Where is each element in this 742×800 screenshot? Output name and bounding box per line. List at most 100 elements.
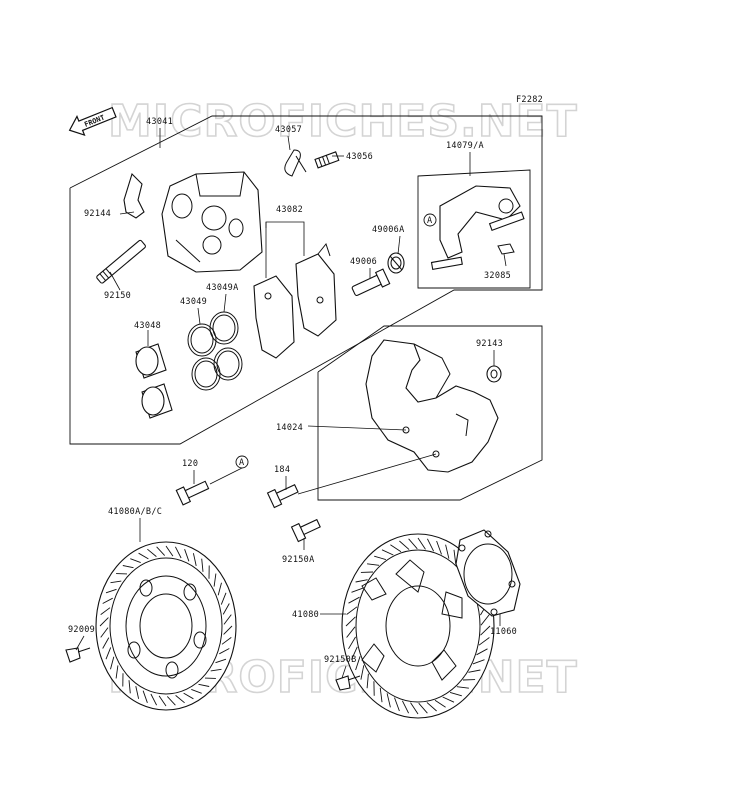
- seals-43049: [187, 311, 243, 391]
- disc-slot: [100, 627, 109, 638]
- disc-slot: [215, 658, 227, 664]
- bolt-120: [175, 480, 210, 506]
- disc-slot: [348, 596, 360, 604]
- brake-disc-41080: [341, 533, 495, 719]
- disc-slot: [453, 549, 457, 565]
- disc-slot: [99, 617, 109, 627]
- disc-slot: [158, 695, 167, 707]
- disc-slot: [410, 702, 419, 715]
- disc-slot: [210, 668, 222, 672]
- disc-slot: [175, 695, 185, 704]
- caliper-group-outline: [69, 115, 543, 445]
- disc-slot: [468, 669, 481, 673]
- label-43049A: 43049A: [206, 283, 239, 293]
- disc-slot: [142, 690, 148, 703]
- disc-slot: [220, 592, 227, 605]
- disc-slot: [478, 637, 490, 646]
- disc-slot: [472, 659, 485, 665]
- disc-slot: [408, 538, 418, 550]
- screw-92009: [65, 647, 91, 663]
- disc-slot: [201, 558, 204, 572]
- disc-slot: [213, 573, 217, 587]
- disc-slot: [399, 540, 410, 550]
- front-label: FRONT: [83, 114, 106, 129]
- disc-slot: [150, 693, 158, 706]
- disc-slot: [192, 553, 197, 566]
- disc-slot: [223, 614, 232, 625]
- disc-slot: [348, 636, 356, 650]
- disc-slot: [122, 565, 134, 569]
- disc-slot: [366, 673, 369, 689]
- disc-slot: [219, 648, 230, 655]
- disc-slot: [165, 545, 174, 557]
- disc-slot: [355, 656, 361, 671]
- disc-slot: [156, 546, 166, 556]
- disc-slot: [476, 648, 488, 656]
- disc-slot: [184, 549, 190, 562]
- disc-slot: [351, 646, 358, 660]
- label-120: 120: [182, 459, 198, 469]
- disc-slot: [191, 688, 202, 694]
- label-14079A: 14079/A: [446, 141, 484, 151]
- disc-slot: [386, 693, 391, 708]
- disc-slot: [110, 580, 122, 584]
- label-92144: 92144: [84, 209, 111, 219]
- label-92143: 92143: [476, 339, 503, 349]
- ref-marker-bracket: A: [423, 213, 437, 227]
- disc-slot: [355, 579, 368, 583]
- label-14024: 14024: [276, 423, 303, 433]
- disc-slot: [130, 558, 141, 564]
- disc-slot: [221, 637, 232, 645]
- label-43057: 43057: [275, 125, 302, 135]
- label-184: 184: [274, 465, 290, 475]
- svg-text:A: A: [427, 216, 432, 226]
- disc-slot: [128, 680, 131, 694]
- label-49006: 49006: [350, 257, 377, 267]
- disc-slot: [381, 549, 394, 556]
- label-43041: 43041: [146, 117, 173, 127]
- disc-slot: [222, 603, 230, 615]
- disc-slot: [367, 563, 380, 566]
- disc-slot: [198, 683, 210, 687]
- disc-slot: [394, 697, 400, 712]
- bracket-group-outline: [417, 169, 531, 289]
- disc-slot: [147, 548, 157, 557]
- label-43082: 43082: [276, 205, 303, 215]
- caliper-bracket-14079A: [430, 185, 525, 271]
- disc-slot: [135, 686, 140, 699]
- label-92150B: 92150B: [324, 655, 357, 665]
- svg-text:A: A: [239, 458, 244, 468]
- disc-slot: [110, 656, 115, 670]
- caliper-body: [161, 171, 263, 273]
- disc-slot: [174, 546, 182, 559]
- pistons-43048: [135, 343, 173, 419]
- collar-92143: [486, 365, 502, 383]
- disc-slot: [480, 614, 490, 626]
- disc-slot: [105, 588, 117, 594]
- clip-92144: [123, 172, 145, 219]
- disc-slot: [436, 540, 442, 555]
- label-43049: 43049: [180, 297, 207, 307]
- disc-guard-14024: [365, 339, 499, 473]
- leader-lines: [75, 128, 507, 679]
- gasket-11060: [455, 529, 521, 617]
- pin-43057: [284, 149, 307, 177]
- bleeder-43056: [314, 151, 340, 169]
- pad-spring-32085: [497, 243, 515, 255]
- label-43056: 43056: [346, 152, 373, 162]
- disc-slot: [346, 626, 356, 638]
- figure-code: F2282: [516, 95, 543, 105]
- label-92150: 92150: [104, 291, 131, 301]
- brake-disc-41080ABC: [95, 541, 237, 711]
- disc-slot: [442, 696, 455, 703]
- brake-pads-43082: [253, 242, 337, 359]
- disc-slot: [417, 537, 426, 550]
- watermark-top: MICROFICHES.NET: [108, 96, 578, 147]
- disc-slot: [105, 647, 112, 660]
- label-49006A: 49006A: [372, 225, 405, 235]
- disc-slot: [426, 702, 437, 712]
- label-41080ABC: 41080A/B/C: [108, 507, 162, 517]
- screw-92150B: [335, 675, 361, 691]
- disc-slot: [401, 700, 410, 714]
